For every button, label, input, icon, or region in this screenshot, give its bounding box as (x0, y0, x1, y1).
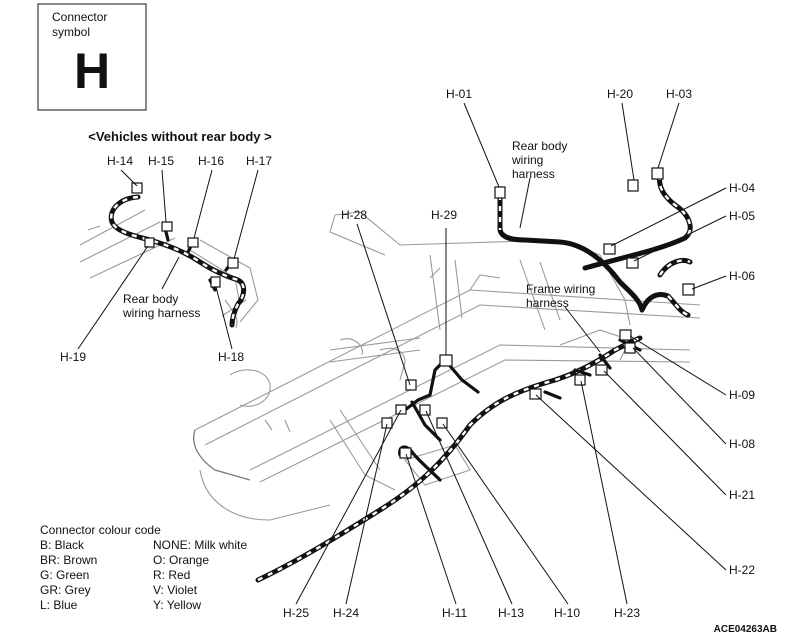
connector-h03 (651, 167, 664, 180)
connector-symbol-caption-1: Connector (52, 10, 107, 24)
label-h10: H-10 (554, 606, 580, 620)
label-h17: H-17 (246, 154, 272, 168)
rear-body-harness-label-3: harness (512, 167, 555, 181)
label-h01: H-01 (446, 87, 472, 101)
figure-id: ACE04263AB (714, 624, 777, 635)
inset-frame-outline (79, 209, 259, 329)
colour-code-right-3: R: Red (153, 568, 190, 582)
label-h13: H-13 (498, 606, 524, 620)
colour-code-right-2: O: Orange (153, 553, 209, 567)
colour-code-left-1: B: Black (40, 538, 85, 552)
connector-h10 (436, 417, 448, 429)
inset-harness-label-1: Rear body (123, 292, 178, 306)
connector-h22 (529, 388, 542, 400)
connector-symbol-box: Connector symbol H (37, 3, 147, 111)
rear-body-harness-dash (498, 174, 692, 317)
label-h03: H-03 (666, 87, 692, 101)
main-connectors (381, 167, 695, 459)
connector-symbol-caption-2: symbol (52, 25, 90, 39)
colour-code-left-2: BR: Brown (40, 553, 97, 567)
connector-h16 (187, 237, 199, 248)
connector-h04 (603, 243, 616, 255)
inset-harness-dash (110, 195, 245, 326)
connector-h17 (227, 257, 239, 269)
label-h14: H-14 (107, 154, 133, 168)
label-h15: H-15 (148, 154, 174, 168)
colour-code-right-4: V: Violet (153, 583, 198, 597)
colour-code-left-4: GR: Grey (40, 583, 91, 597)
colour-code-title: Connector colour code (40, 523, 161, 537)
label-h21: H-21 (729, 488, 755, 502)
frame-harness-base (255, 335, 643, 583)
label-h22: H-22 (729, 563, 755, 577)
label-h25: H-25 (283, 606, 309, 620)
label-h19: H-19 (60, 350, 86, 364)
label-h29: H-29 (431, 208, 457, 222)
connector-h19 (144, 237, 155, 248)
connector-h14 (131, 182, 143, 194)
connector-h18 (210, 276, 221, 288)
label-h09: H-09 (729, 388, 755, 402)
connector-h24 (381, 417, 393, 429)
label-h05: H-05 (729, 209, 755, 223)
label-h11: H-11 (442, 606, 467, 620)
frame-harness-label-2: harness (526, 296, 569, 310)
label-h23: H-23 (614, 606, 640, 620)
rear-body-harness-label-2: wiring (511, 153, 543, 167)
colour-code-legend: Connector colour code B: Black BR: Brown… (40, 523, 247, 612)
inset-vehicles-without-rear-body: <Vehicles without rear body > H-14 H-15 … (60, 129, 272, 364)
colour-code-left-5: L: Blue (40, 598, 78, 612)
frame-harness-branches (398, 338, 642, 482)
frame-harness-dash (257, 336, 641, 582)
connector-h11 (399, 447, 412, 459)
connector-h23 (574, 374, 586, 386)
connector-h29 (439, 354, 453, 367)
connector-h06 (682, 283, 695, 296)
connector-h09 (619, 329, 632, 341)
connector-symbol-letter: H (74, 43, 110, 99)
label-h20: H-20 (607, 87, 633, 101)
connector-h15 (161, 221, 173, 232)
rear-body-harness-base (497, 172, 693, 318)
connector-h08 (624, 342, 636, 354)
connector-h05 (626, 257, 639, 269)
leader-lines (295, 102, 727, 605)
label-h06: H-06 (729, 269, 755, 283)
inset-harness-label-2: wiring harness (122, 306, 200, 320)
label-h04: H-04 (729, 181, 755, 195)
label-h28: H-28 (341, 208, 367, 222)
connector-h28 (405, 379, 417, 391)
connector-h25 (395, 404, 407, 415)
label-h18: H-18 (218, 350, 244, 364)
chassis-frame (193, 211, 701, 521)
colour-code-right-5: Y: Yellow (153, 598, 201, 612)
label-h08: H-08 (729, 437, 755, 451)
connector-h20 (627, 179, 639, 192)
rear-body-harness-label-1: Rear body (512, 139, 567, 153)
label-h16: H-16 (198, 154, 224, 168)
connector-h21 (595, 364, 608, 376)
connector-h13 (419, 404, 431, 416)
connector-h01 (494, 186, 506, 199)
frame-harness-label-1: Frame wiring (526, 282, 595, 296)
colour-code-right-1: NONE: Milk white (153, 538, 247, 552)
colour-code-left-3: G: Green (40, 568, 89, 582)
label-h24: H-24 (333, 606, 359, 620)
inset-title: <Vehicles without rear body > (88, 129, 272, 144)
